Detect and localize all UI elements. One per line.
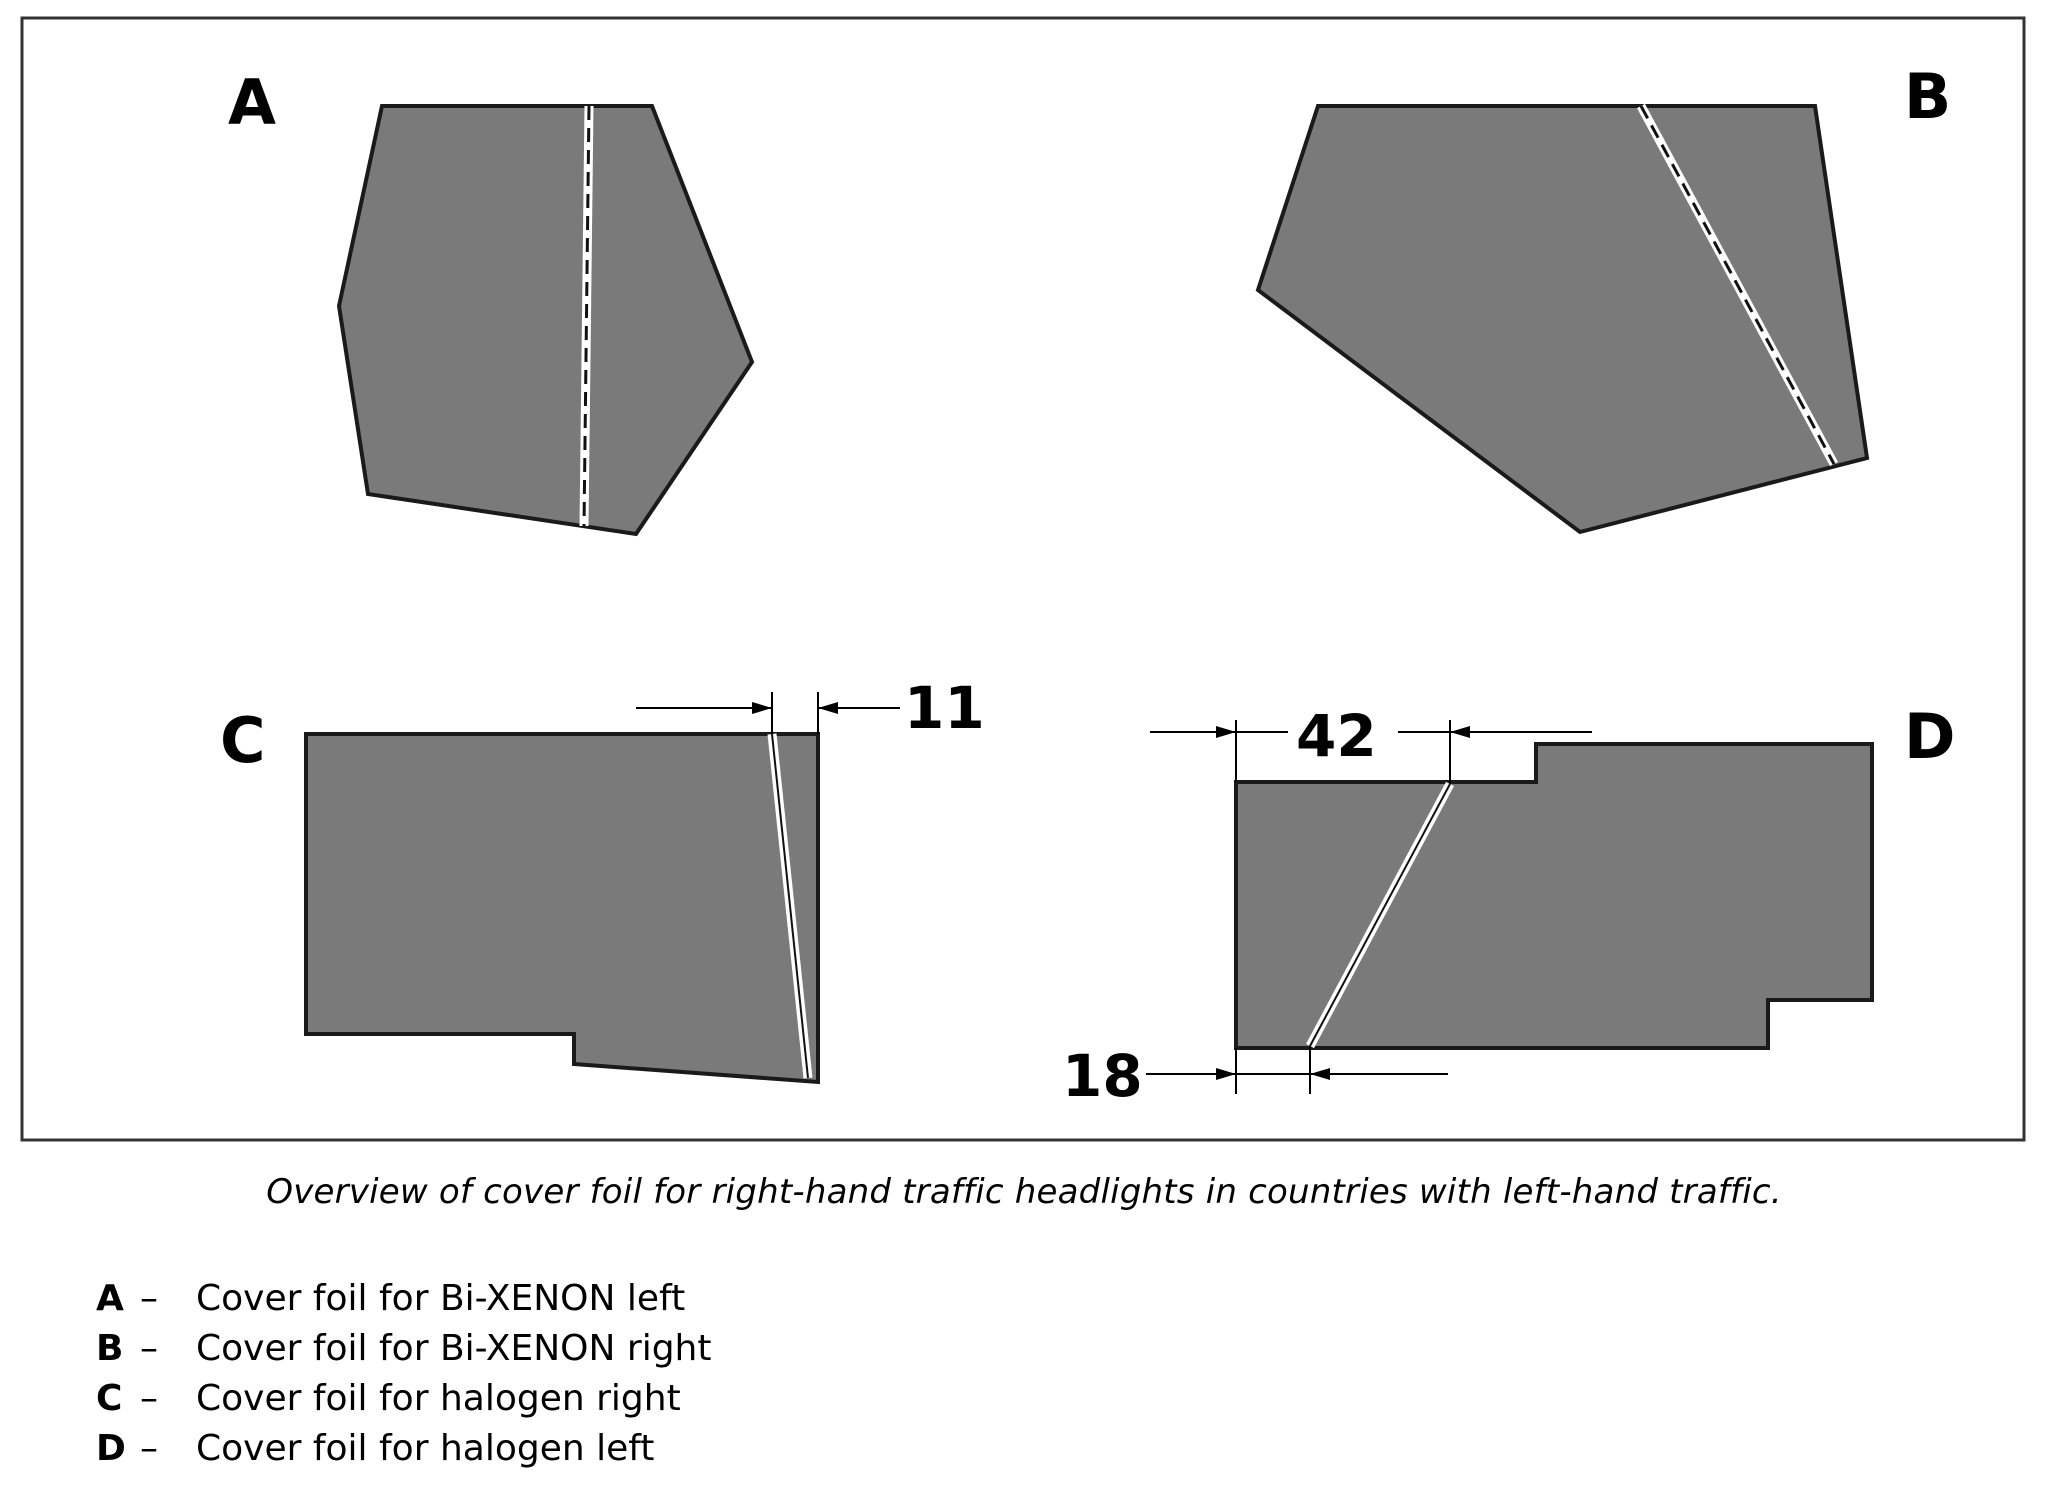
dim-d-bottom-value: 18 bbox=[1062, 1042, 1143, 1110]
panel-d: D 42 18 bbox=[1062, 700, 1955, 1110]
foil-a-shape bbox=[336, 104, 755, 537]
dim-d-top-value: 42 bbox=[1296, 702, 1377, 770]
legend-key: C bbox=[96, 1378, 123, 1419]
legend-key: A bbox=[96, 1278, 124, 1319]
panel-b: B bbox=[1255, 60, 1951, 535]
legend-key: B bbox=[96, 1328, 124, 1369]
legend-dash: – bbox=[140, 1428, 158, 1469]
panel-c: C 11 bbox=[220, 674, 985, 1085]
foil-b-shape bbox=[1255, 104, 1870, 535]
foil-d-shape bbox=[1234, 742, 1874, 1050]
legend-dash: – bbox=[140, 1278, 158, 1319]
legend-text: Cover foil for Bi-XENON right bbox=[196, 1328, 712, 1369]
legend-text: Cover foil for halogen right bbox=[196, 1378, 681, 1419]
legend-text: Cover foil for Bi-XENON left bbox=[196, 1278, 686, 1319]
foil-c-shape bbox=[304, 732, 820, 1085]
foil-d-cut-edge bbox=[1309, 783, 1451, 1047]
legend-item-b: B – Cover foil for Bi-XENON right bbox=[96, 1328, 711, 1378]
legend-item-d: D – Cover foil for halogen left bbox=[96, 1428, 711, 1478]
legend: A – Cover foil for Bi-XENON left B – Cov… bbox=[96, 1278, 711, 1478]
dim-c-value: 11 bbox=[904, 674, 985, 742]
panel-label-c: C bbox=[220, 704, 266, 777]
foil-a-cut-dash bbox=[582, 105, 591, 527]
legend-text: Cover foil for halogen left bbox=[196, 1428, 655, 1469]
legend-dash: – bbox=[140, 1328, 158, 1369]
panel-label-d: D bbox=[1904, 700, 1955, 773]
foil-b-cut-dash bbox=[1639, 105, 1836, 465]
figure-caption: Overview of cover foil for right-hand tr… bbox=[266, 1172, 1782, 1212]
panel-label-a: A bbox=[228, 66, 276, 139]
legend-dash: – bbox=[140, 1378, 158, 1419]
legend-key: D bbox=[96, 1428, 126, 1469]
panel-label-b: B bbox=[1904, 60, 1951, 133]
legend-item-a: A – Cover foil for Bi-XENON left bbox=[96, 1278, 711, 1328]
legend-item-c: C – Cover foil for halogen right bbox=[96, 1378, 711, 1428]
panel-a: A bbox=[228, 66, 755, 537]
foil-c-cut-edge bbox=[771, 733, 809, 1079]
diagram-border bbox=[20, 16, 2026, 1142]
